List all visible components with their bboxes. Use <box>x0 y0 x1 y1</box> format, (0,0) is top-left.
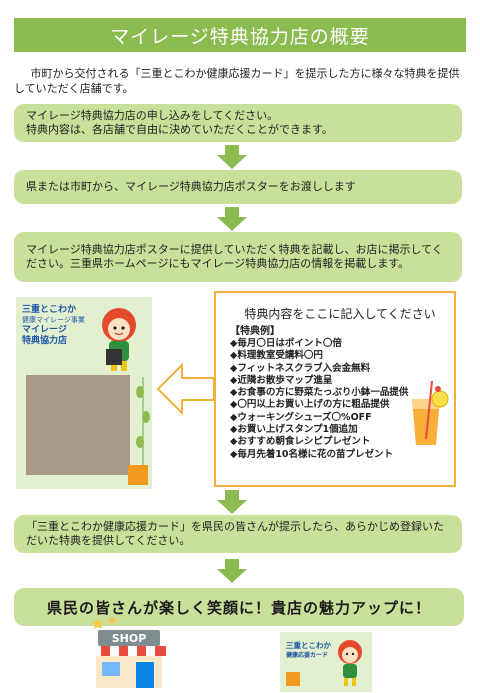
step-text: マイレージ特典協力店ポスターに提供していただく特典を記載し、お店に掲示してくださ… <box>26 243 443 270</box>
leaf-vine-icon <box>136 377 150 467</box>
benefit-item: おすすめ朝食レシピプレゼント <box>230 436 444 448</box>
benefit-heading: 特典内容をここに記入してください <box>244 307 436 321</box>
down-arrow-icon <box>217 207 247 231</box>
poster-blank-area <box>26 375 130 475</box>
poster-title-line4: 特典協力店 <box>22 336 68 346</box>
benefit-example-list: 毎月〇日はポイント〇倍 料理教室受講料〇円 フィットネスクラブ入会金無料 近隣お… <box>230 338 444 461</box>
slogan-banner: 県民の皆さんが楽しく笑顔に！貴店の魅力アップに！ <box>14 588 464 626</box>
mie-badge-icon <box>128 465 148 485</box>
shop-building-icon: SHOP <box>92 616 166 688</box>
benefit-item: 〇円以上お買い上げの方に粗品提供 <box>230 399 444 411</box>
benefit-item: 毎月先着10名様に花の苗プレゼント <box>230 449 444 461</box>
benefit-item: 毎月〇日はポイント〇倍 <box>230 338 444 350</box>
step-post-benefits: マイレージ特典協力店ポスターに提供していただく特典を記載し、お店に掲示してくださ… <box>14 232 462 282</box>
benefit-item: お買い上げスタンプ1個追加 <box>230 424 444 436</box>
down-arrow-icon <box>217 490 247 514</box>
benefit-item: お食事の方に野菜たっぷり小鉢一品提供 <box>230 387 444 399</box>
mascot-icon <box>338 640 362 686</box>
left-arrow-icon <box>156 362 216 416</box>
benefit-item: フィットネスクラブ入会金無料 <box>230 363 444 375</box>
shop-sign-text: SHOP <box>112 632 147 645</box>
step-apply: マイレージ特典協力店の申し込みをしてください。 特典内容は、各店舗で自由に決めて… <box>14 104 462 142</box>
benefit-entry-box: 特典内容をここに記入してください 【特典例】 毎月〇日はポイント〇倍 料理教室受… <box>214 291 456 487</box>
qr-code-icon <box>106 349 122 365</box>
benefit-example-label: 【特典例】 <box>230 326 280 337</box>
poster-title-line2: 健康マイレージ事業 <box>22 316 85 324</box>
mascot-icon <box>102 308 136 371</box>
step-text: 「三重とこわか健康応援カード」を県民の皆さんが提示したら、あらかじめ登録いただい… <box>26 520 444 547</box>
step-text: マイレージ特典協力店の申し込みをしてください。 特典内容は、各店舗で自由に決めて… <box>26 109 333 136</box>
benefit-item: ウォーキングシューズ〇%OFF <box>230 412 444 424</box>
juice-drink-icon <box>412 380 449 445</box>
step-text: 県または市町から、マイレージ特典協力店ポスターをお渡しします <box>26 180 356 193</box>
card-title-line1: 三重とこわか <box>286 641 331 650</box>
down-arrow-icon <box>217 145 247 169</box>
poster-title-line1: 三重とこわか <box>22 305 77 315</box>
intro-text: 市町から交付される「三重とこわか健康応援カード」を提示した方に様々な特典を提供し… <box>14 67 460 95</box>
step-poster-delivery: 県または市町から、マイレージ特典協力店ポスターをお渡しします <box>14 170 462 204</box>
health-card-image: 三重とこわか 健康応援カード <box>280 632 372 692</box>
page-title: マイレージ特典協力店の概要 <box>14 18 466 52</box>
step-provide-benefit: 「三重とこわか健康応援カード」を県民の皆さんが提示したら、あらかじめ登録いただい… <box>14 515 462 553</box>
card-title-line2: 健康応援カード <box>286 652 329 659</box>
benefit-item: 近隣お散歩マップ進呈 <box>230 375 444 387</box>
down-arrow-icon <box>217 559 247 583</box>
benefit-item: 料理教室受講料〇円 <box>230 350 444 362</box>
poster-image: 三重とこわか 健康マイレージ事業 マイレージ 特典協力店 <box>16 297 152 489</box>
poster-title-line3: マイレージ <box>22 325 67 335</box>
mie-badge-icon <box>286 672 300 686</box>
